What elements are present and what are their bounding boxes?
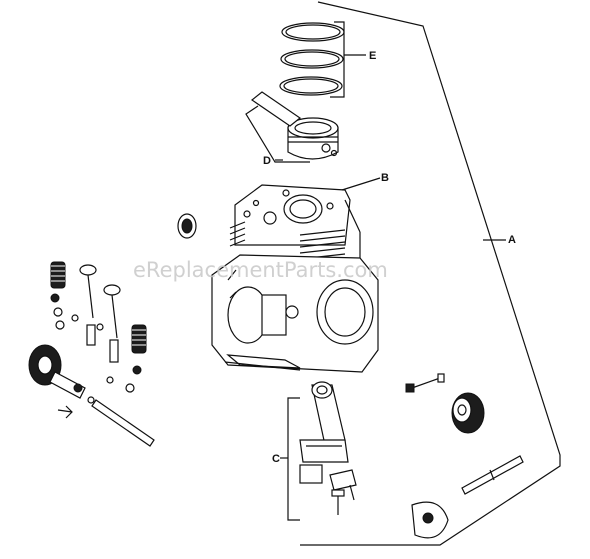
watermark-text: eReplacementParts.com: [133, 258, 388, 282]
oil-seal[interactable]: [177, 213, 197, 239]
callout-label-a: A: [508, 234, 516, 246]
callout-label-d: D: [263, 155, 271, 167]
callout-label-c: C: [272, 453, 280, 465]
valve-train-group[interactable]: [28, 261, 155, 447]
connecting-rod-group[interactable]: [280, 381, 357, 521]
piston-rings[interactable]: [279, 21, 366, 98]
callout-label-e: E: [369, 50, 376, 62]
cylinder-block[interactable]: [211, 177, 381, 373]
piston-assembly[interactable]: [245, 91, 339, 163]
callout-label-b: B: [381, 172, 389, 184]
governor-group[interactable]: [405, 373, 524, 539]
assembly-bracket-a: [300, 1, 561, 546]
